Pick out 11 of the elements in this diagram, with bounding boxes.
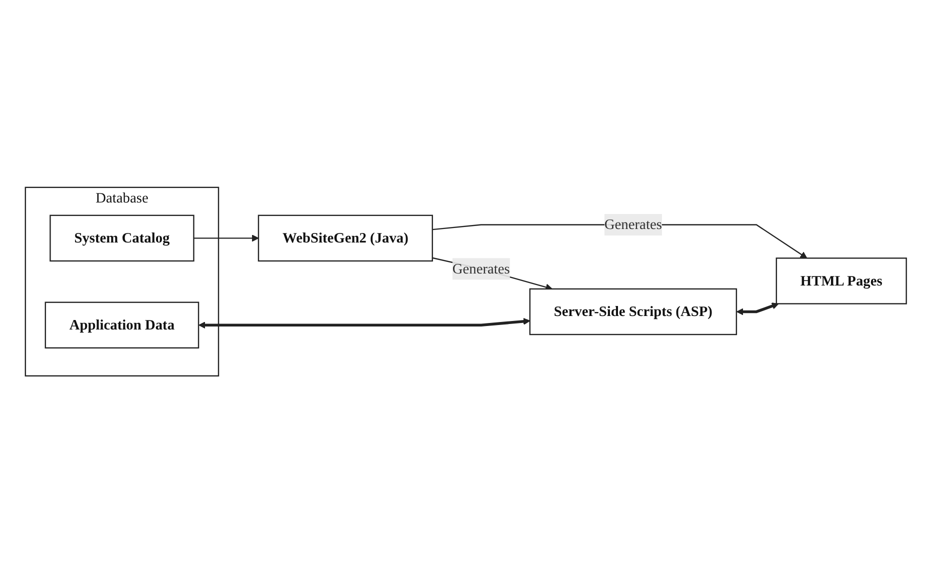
edge-label: Generates [452,260,510,276]
node-box: HTML Pages [775,257,907,304]
node-box: WebSiteGen2 (Java) [258,214,433,262]
arrow [736,302,778,316]
arrow [432,257,552,290]
arrow [198,318,530,328]
arrow [193,234,258,242]
node-box: System Catalog [49,214,194,262]
node-box: Application Data [44,302,199,348]
node-box: Server-Side Scripts (ASP) [528,288,737,335]
edge-label: Generates [604,216,662,232]
